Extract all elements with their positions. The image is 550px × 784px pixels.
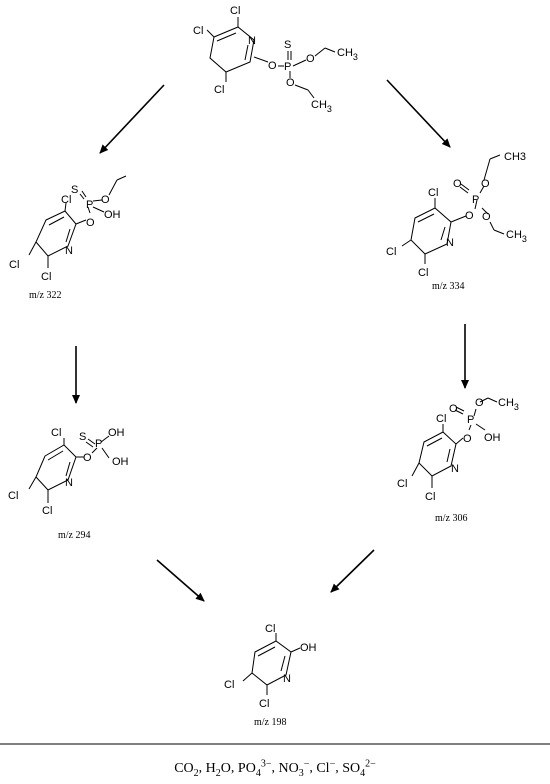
atom-cl: Cl bbox=[61, 194, 71, 206]
compound-mz-334 bbox=[401, 154, 505, 264]
atom-cl: Cl bbox=[224, 679, 234, 691]
arrow bbox=[99, 84, 165, 154]
atom-ch: CH bbox=[498, 397, 514, 409]
atom-cl: Cl bbox=[428, 187, 438, 199]
svg-text:CH3: CH3 bbox=[337, 47, 358, 62]
compound-mz-306 bbox=[411, 397, 498, 488]
atom-cl: Cl bbox=[436, 413, 446, 425]
product-po4: PO43− bbox=[237, 758, 272, 779]
atom-o: O bbox=[482, 211, 491, 223]
atom-o: O bbox=[83, 452, 92, 464]
mz-label: m/z 334 bbox=[432, 281, 465, 292]
compound-mz-322 bbox=[28, 175, 127, 268]
atom-cl: Cl bbox=[193, 25, 203, 37]
atom-sub-3: 3 bbox=[514, 402, 519, 412]
atom-s: S bbox=[71, 184, 78, 196]
atom-oh: OH bbox=[300, 642, 317, 654]
product-h2o: H2O bbox=[205, 760, 231, 779]
svg-text:CH3: CH3 bbox=[311, 99, 332, 114]
labels-mz-294: Cl Cl Cl N O P S OH OH m/z 294 bbox=[8, 427, 129, 541]
atom-n: N bbox=[446, 237, 454, 249]
atom-cl: Cl bbox=[214, 84, 224, 96]
product-so4: SO42− bbox=[342, 758, 376, 779]
atom-sub-3: 3 bbox=[353, 52, 358, 62]
atom-sub-3: 3 bbox=[327, 104, 332, 114]
atom-o: O bbox=[453, 178, 462, 190]
atom-p: P bbox=[86, 199, 93, 211]
parent-compound bbox=[206, 17, 336, 99]
atom-oh: OH bbox=[112, 456, 129, 468]
atom-n: N bbox=[65, 477, 73, 489]
atom-cl: Cl bbox=[425, 491, 435, 503]
mz-label: m/z 322 bbox=[29, 290, 62, 301]
atom-o: O bbox=[268, 60, 277, 72]
atom-cl: Cl bbox=[397, 478, 407, 490]
reaction-arrows bbox=[72, 79, 469, 602]
atom-o: O bbox=[475, 397, 484, 409]
atom-o: O bbox=[286, 77, 295, 89]
atom-oh: OH bbox=[484, 432, 501, 444]
atom-n: N bbox=[248, 35, 256, 47]
labels-mz-334: Cl Cl Cl N O P O O O CH3 CH3 m/z 334 bbox=[386, 151, 527, 292]
labels-mz-306: Cl Cl Cl N O P O O OH CH3 m/z 306 bbox=[397, 397, 519, 524]
atom-s: S bbox=[284, 39, 291, 51]
atom-cl: Cl bbox=[8, 490, 18, 502]
atom-oh: OH bbox=[108, 427, 125, 439]
atom-cl: Cl bbox=[259, 698, 269, 710]
product-no3: NO3− bbox=[278, 758, 310, 779]
compound-mz-294 bbox=[28, 435, 110, 503]
arrow bbox=[156, 559, 205, 602]
final-products: CO2, H2O, PO43−, NO3−, Cl−, SO42− bbox=[174, 758, 376, 779]
atom-o: O bbox=[101, 194, 110, 206]
atom-oh: OH bbox=[104, 209, 121, 221]
atom-o: O bbox=[465, 210, 474, 222]
product-cl: Cl− bbox=[316, 758, 336, 776]
svg-text:CH3: CH3 bbox=[506, 229, 527, 244]
atom-n: N bbox=[451, 463, 459, 475]
atom-cl: Cl bbox=[418, 267, 428, 279]
atom-o: O bbox=[481, 178, 490, 190]
mz-label: m/z 294 bbox=[58, 530, 91, 541]
parent-labels: Cl Cl Cl N O P S O O CH3 CH3 bbox=[193, 5, 358, 114]
labels-mz-198: Cl Cl Cl N OH m/z 198 bbox=[224, 623, 317, 728]
atom-cl: Cl bbox=[230, 5, 240, 17]
atom-cl: Cl bbox=[265, 623, 275, 635]
atom-ch3: CH3 bbox=[504, 151, 526, 163]
svg-text:CH3: CH3 bbox=[498, 397, 519, 412]
atom-o: O bbox=[306, 53, 315, 65]
atom-o: O bbox=[86, 217, 95, 229]
arrow bbox=[386, 79, 451, 148]
atom-p: P bbox=[284, 61, 291, 73]
atom-cl: Cl bbox=[42, 505, 52, 517]
atom-o: O bbox=[463, 433, 472, 445]
atom-cl: Cl bbox=[9, 259, 19, 271]
atom-ch: CH bbox=[337, 47, 353, 59]
atom-p: P bbox=[467, 414, 474, 426]
arrow bbox=[330, 549, 375, 593]
atom-cl: Cl bbox=[41, 271, 51, 283]
atom-s: S bbox=[79, 431, 86, 443]
atom-ch: CH bbox=[506, 229, 522, 241]
atom-o: O bbox=[449, 403, 458, 415]
atom-ch: CH bbox=[311, 99, 327, 111]
atom-cl: Cl bbox=[386, 246, 396, 258]
atom-sub-3: 3 bbox=[522, 234, 527, 244]
atom-p: P bbox=[472, 194, 479, 206]
compound-mz-198 bbox=[242, 633, 301, 695]
atom-p: P bbox=[95, 438, 102, 450]
mz-label: m/z 306 bbox=[435, 513, 468, 524]
atom-n: N bbox=[65, 245, 73, 257]
product-co2: CO2 bbox=[174, 760, 199, 779]
atom-n: N bbox=[283, 673, 291, 685]
atom-cl: Cl bbox=[51, 427, 61, 439]
mz-label: m/z 198 bbox=[254, 717, 287, 728]
labels-mz-322: Cl Cl Cl N O P S O OH m/z 322 bbox=[9, 184, 121, 301]
